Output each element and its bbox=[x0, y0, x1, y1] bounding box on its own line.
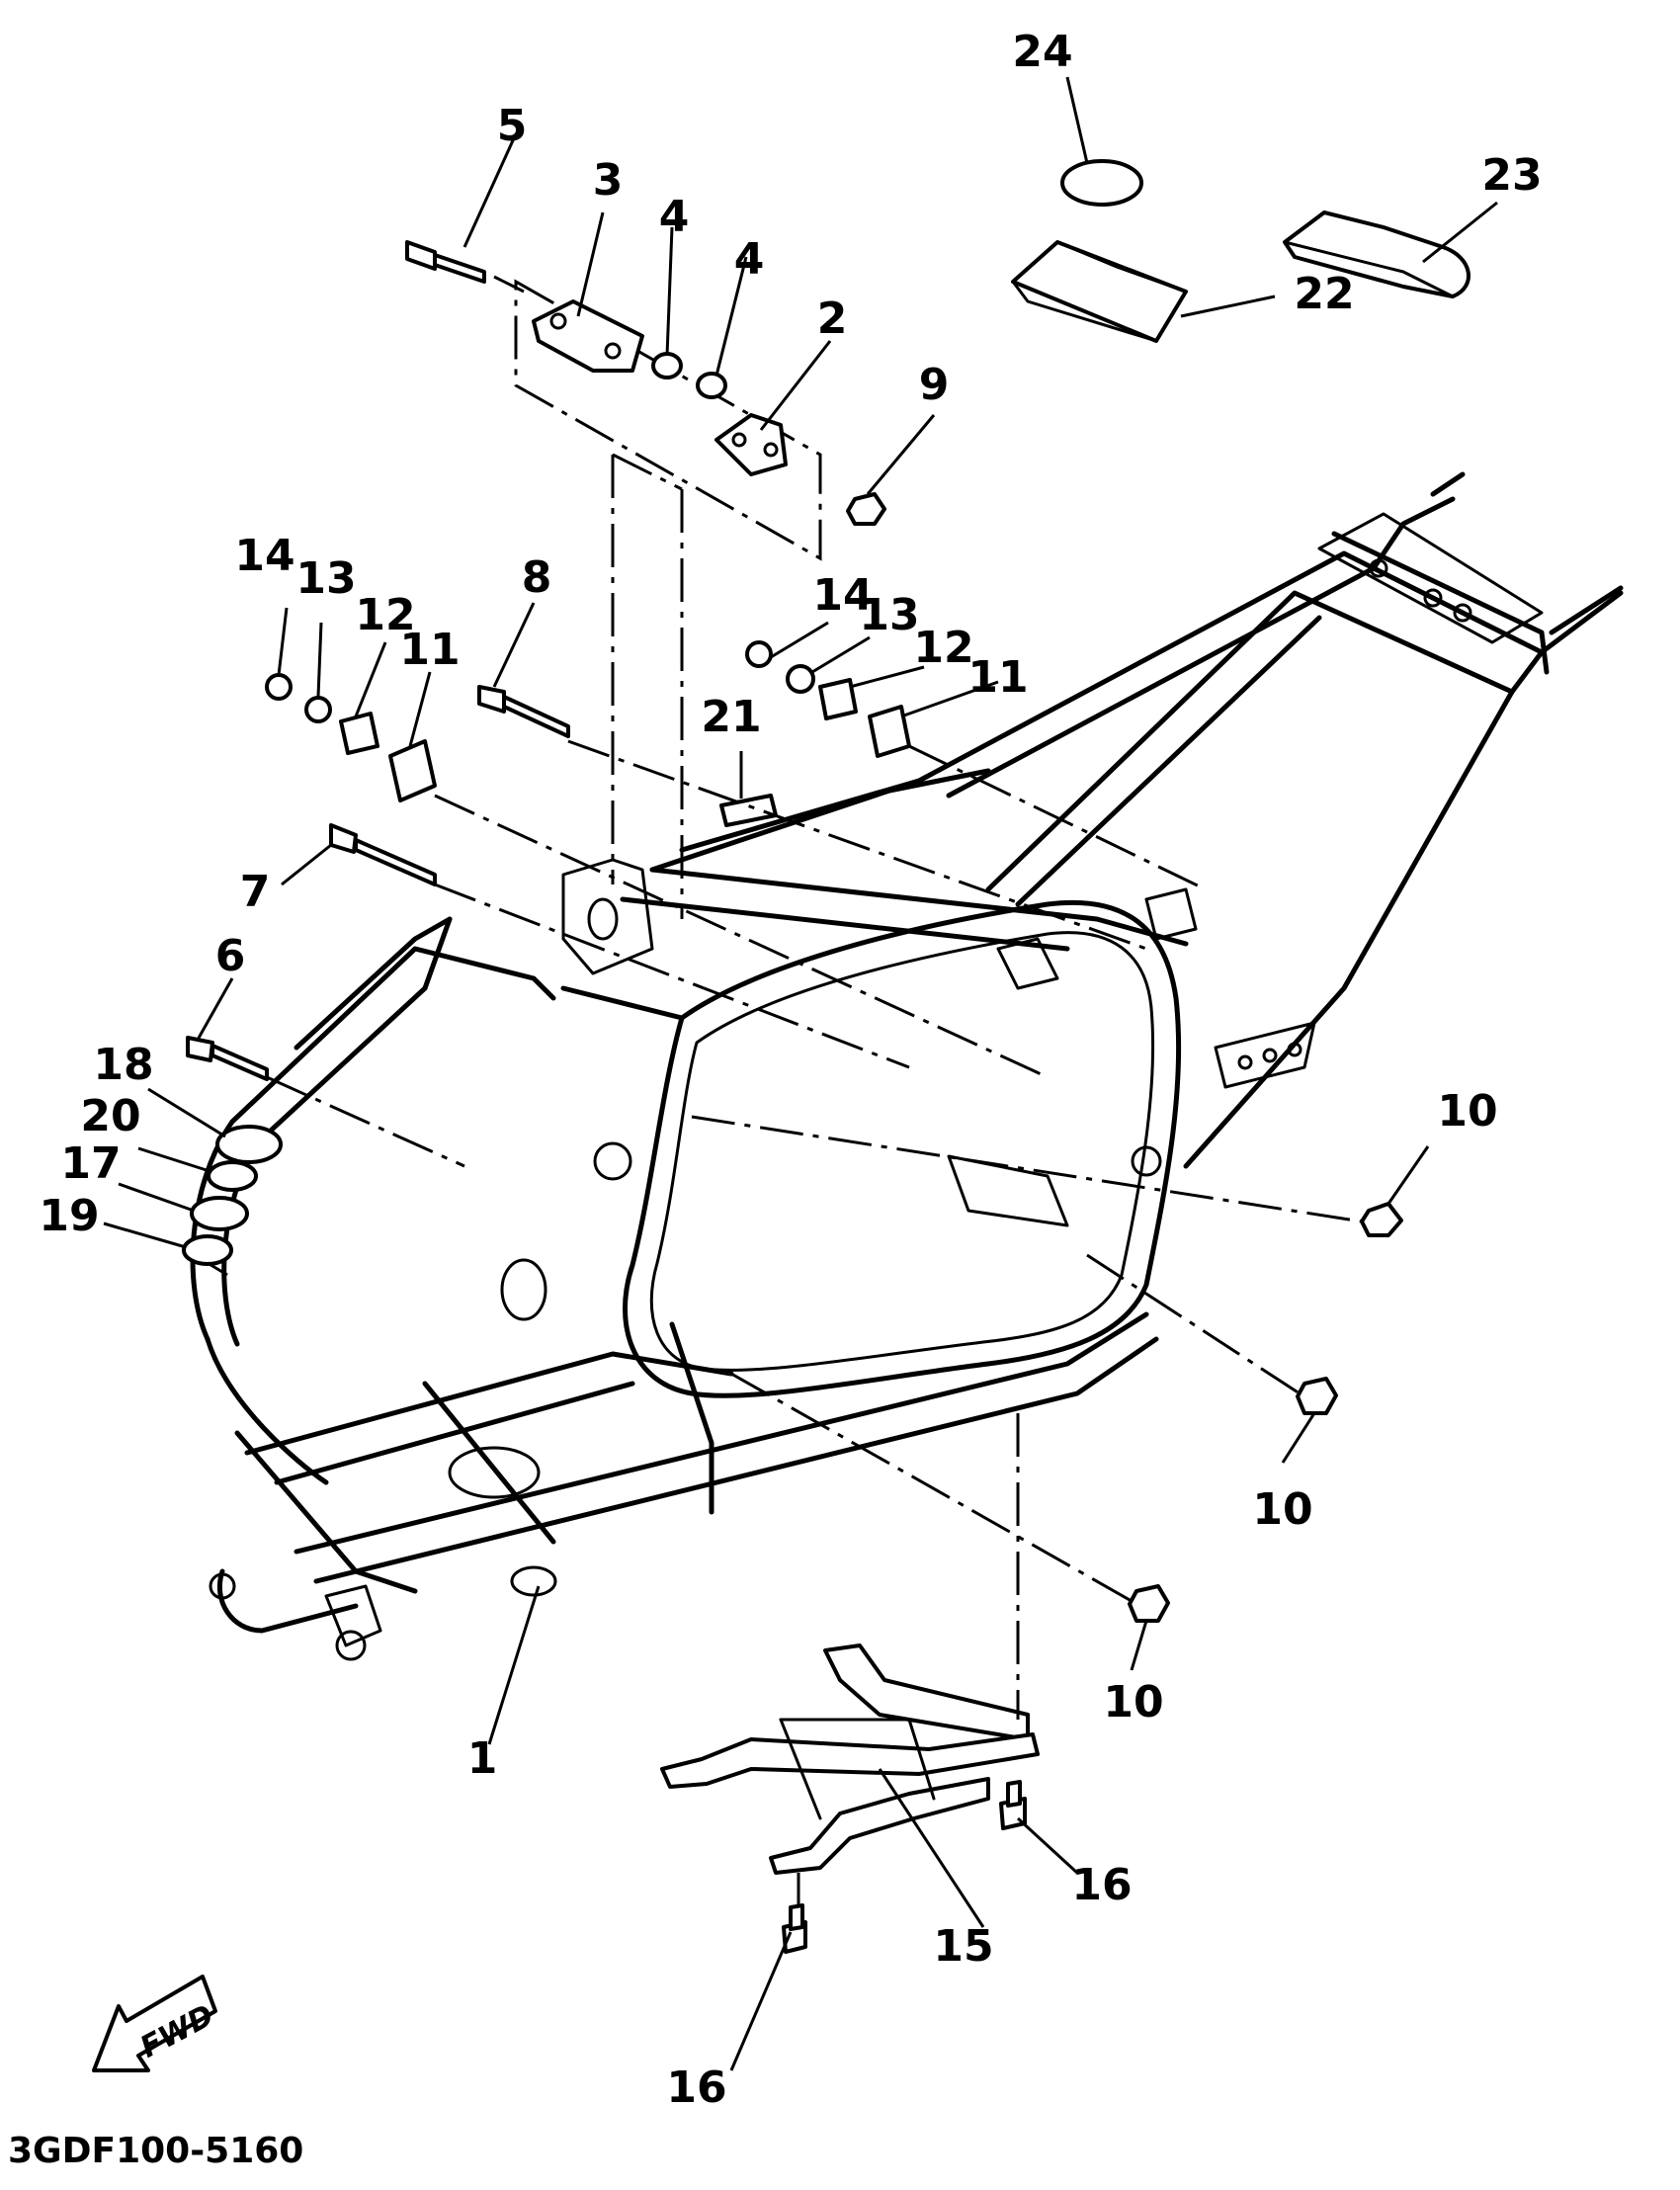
collar-part-20 bbox=[207, 1160, 258, 1192]
spacer-part-12a bbox=[339, 712, 379, 755]
callout-3: 3 bbox=[593, 155, 624, 206]
collar-part-4a bbox=[651, 352, 683, 379]
callout-10b: 10 bbox=[1252, 1484, 1312, 1535]
callout-4a: 4 bbox=[659, 192, 690, 242]
spacer-part-12b bbox=[818, 678, 858, 720]
callout-2: 2 bbox=[817, 294, 848, 344]
damper-part-17 bbox=[190, 1196, 249, 1231]
bolt-part-8 bbox=[477, 685, 570, 738]
nut-part-9 bbox=[846, 492, 886, 526]
bolt-head-part-14a bbox=[265, 673, 293, 701]
nut-part-10c bbox=[1128, 1584, 1170, 1623]
bushing-part-11a bbox=[388, 739, 437, 802]
callout-12a: 12 bbox=[355, 590, 415, 640]
callout-16b: 16 bbox=[1071, 1860, 1132, 1910]
callout-10a: 10 bbox=[1437, 1086, 1497, 1137]
callout-13b: 13 bbox=[859, 590, 919, 640]
callout-20: 20 bbox=[80, 1091, 140, 1141]
callout-11a: 11 bbox=[399, 625, 460, 675]
skid-plate-part-15 bbox=[660, 1643, 1040, 1875]
bolt-part-6 bbox=[186, 1036, 269, 1081]
callout-12b: 12 bbox=[913, 623, 973, 673]
callout-14a: 14 bbox=[234, 531, 294, 581]
bolt-part-16a bbox=[782, 1903, 807, 1954]
o-ring-part-24 bbox=[1060, 159, 1143, 207]
bushing-part-11b bbox=[868, 705, 911, 758]
callout-14b: 14 bbox=[812, 570, 873, 621]
callout-1: 1 bbox=[467, 1733, 498, 1784]
damper-part-18 bbox=[215, 1125, 283, 1164]
nut-part-10a bbox=[1360, 1202, 1403, 1237]
callout-8: 8 bbox=[522, 552, 552, 603]
forward-arrow: FWD bbox=[92, 1975, 219, 2072]
callout-16a: 16 bbox=[666, 2063, 726, 2113]
callout-labels: 24 23 22 5 3 4 4 2 9 8 14 13 12 11 14 13… bbox=[39, 27, 1542, 2113]
callout-4b: 4 bbox=[734, 234, 765, 285]
bracket-part-3 bbox=[532, 299, 644, 373]
callout-17: 17 bbox=[60, 1138, 121, 1189]
alignment-lines bbox=[207, 275, 1363, 1905]
callout-18: 18 bbox=[93, 1040, 153, 1090]
callout-11b: 11 bbox=[967, 652, 1028, 703]
callout-22: 22 bbox=[1294, 269, 1354, 319]
callout-24: 24 bbox=[1012, 27, 1072, 77]
callout-23: 23 bbox=[1481, 150, 1542, 201]
callout-7: 7 bbox=[240, 867, 271, 917]
washer-part-13b bbox=[786, 664, 815, 694]
callout-6: 6 bbox=[215, 931, 246, 981]
bolt-part-5 bbox=[405, 240, 486, 284]
callout-13a: 13 bbox=[295, 553, 356, 604]
collar-part-19 bbox=[182, 1234, 233, 1266]
callout-15: 15 bbox=[933, 1921, 993, 1972]
diagram-part-code: 3GDF100-5160 bbox=[8, 2131, 303, 2171]
pad-part-22 bbox=[1011, 240, 1188, 343]
callout-19: 19 bbox=[39, 1191, 99, 1241]
callout-5: 5 bbox=[497, 101, 528, 151]
collar-part-4b bbox=[696, 372, 727, 399]
main-frame bbox=[190, 471, 1624, 1661]
leader-lines bbox=[103, 76, 1498, 2071]
bolt-head-part-14b bbox=[745, 640, 773, 668]
washer-part-13a bbox=[304, 696, 332, 723]
callout-10c: 10 bbox=[1103, 1677, 1163, 1727]
bracket-part-2 bbox=[714, 413, 788, 476]
callout-21: 21 bbox=[701, 692, 761, 742]
callout-9: 9 bbox=[919, 360, 950, 410]
nut-part-10b bbox=[1296, 1377, 1338, 1415]
bolt-part-7 bbox=[329, 823, 437, 886]
